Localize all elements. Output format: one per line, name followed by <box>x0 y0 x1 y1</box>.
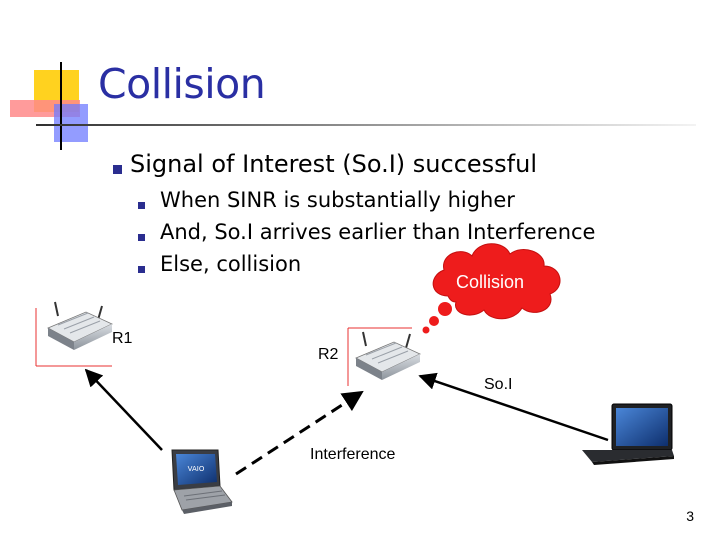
slide-title: Collision <box>98 60 266 108</box>
title-underline <box>36 124 696 126</box>
interference-label: Interference <box>310 446 396 463</box>
sub-bullet-text: When SINR is substantially higher <box>160 188 515 212</box>
wireless-router-icon <box>355 331 421 380</box>
laptop-icon: VAIO <box>171 449 233 514</box>
laptop-screen-text: VAIO <box>188 465 205 473</box>
router-r1-label: R1 <box>112 330 133 347</box>
page-number: 3 <box>686 508 694 524</box>
laptop-icon <box>582 403 674 465</box>
collision-cloud <box>422 243 561 334</box>
title-decoration-vertical-line <box>60 62 62 150</box>
sub-bullet-text: Else, collision <box>160 252 302 276</box>
arrow-to-r1 <box>84 368 163 451</box>
arrow-interference <box>235 390 364 476</box>
soi-label: So.I <box>484 376 513 393</box>
sub-bullet-text: And, So.I arrives earlier than Interfere… <box>160 220 596 244</box>
router-r2-label: R2 <box>318 346 339 363</box>
arrow-soi <box>418 372 609 442</box>
title-decoration-blue <box>54 104 88 142</box>
cloud-label: Collision <box>456 272 525 292</box>
sub-bullet-marker <box>138 266 145 273</box>
sub-bullet-marker <box>138 234 145 241</box>
sub-bullet-marker <box>138 202 145 209</box>
wireless-router-icon <box>47 301 113 350</box>
bullet-marker <box>113 165 122 174</box>
bullet-text: Signal of Interest (So.I) successful <box>130 150 537 178</box>
